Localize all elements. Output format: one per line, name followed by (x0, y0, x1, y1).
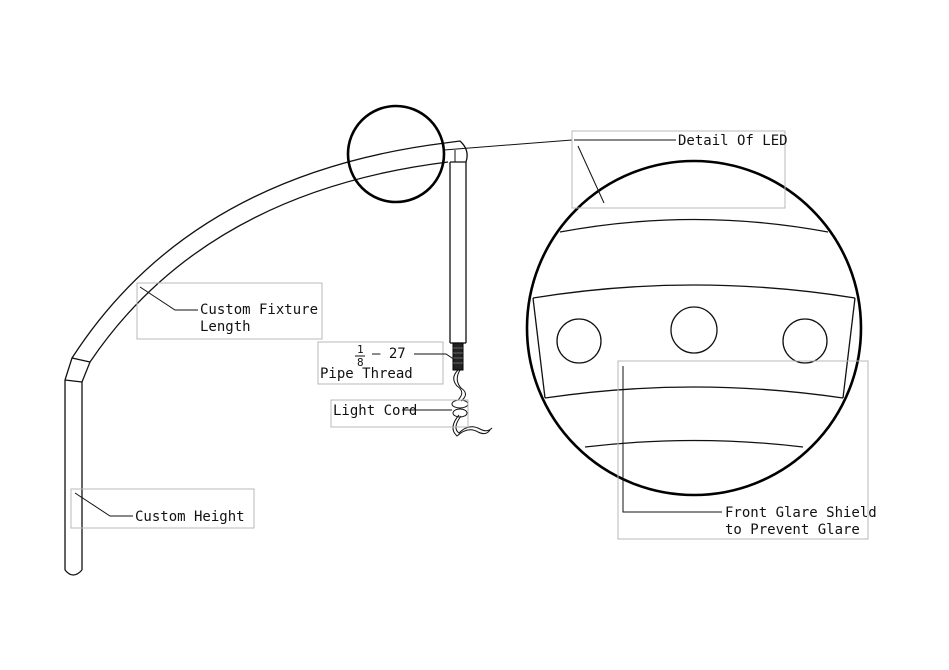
svg-text:Length: Length (200, 319, 251, 335)
svg-text:Custom Fixture: Custom Fixture (200, 302, 318, 318)
svg-text:Custom Height: Custom Height (135, 509, 245, 525)
label-custom-height: Custom Height (70, 488, 255, 529)
detail-leader-line (443, 139, 573, 151)
label-fixture-length: Custom Fixture Length (136, 282, 323, 340)
pipe-thread (452, 342, 464, 371)
label-pipe-thread: 1 8 – 27 Pipe Thread (317, 341, 456, 385)
drop-pipe (444, 140, 468, 344)
svg-text:8: 8 (357, 356, 364, 369)
light-cord (451, 369, 493, 437)
curved-arm (64, 142, 449, 383)
label-glare-shield: Front Glare Shield to Prevent Glare (617, 360, 877, 540)
vertical-post (64, 379, 83, 576)
label-light-cord: Light Cord (330, 399, 469, 428)
svg-text:to Prevent Glare: to Prevent Glare (725, 522, 860, 538)
led-diode-center (670, 306, 718, 354)
svg-text:Pipe Thread: Pipe Thread (320, 366, 413, 382)
detail-callout-circle-small (346, 104, 446, 204)
svg-text:1: 1 (357, 343, 364, 356)
svg-text:– 27: – 27 (372, 346, 406, 362)
svg-text:Light Cord: Light Cord (333, 403, 417, 419)
label-detail-led: Detail Of LED (571, 130, 788, 209)
detail-led-enlarged (525, 159, 863, 497)
led-diode-right (782, 318, 828, 364)
svg-text:Detail Of LED: Detail Of LED (678, 133, 788, 149)
svg-text:Front Glare Shield: Front Glare Shield (725, 505, 877, 521)
led-diode-left (556, 318, 602, 364)
